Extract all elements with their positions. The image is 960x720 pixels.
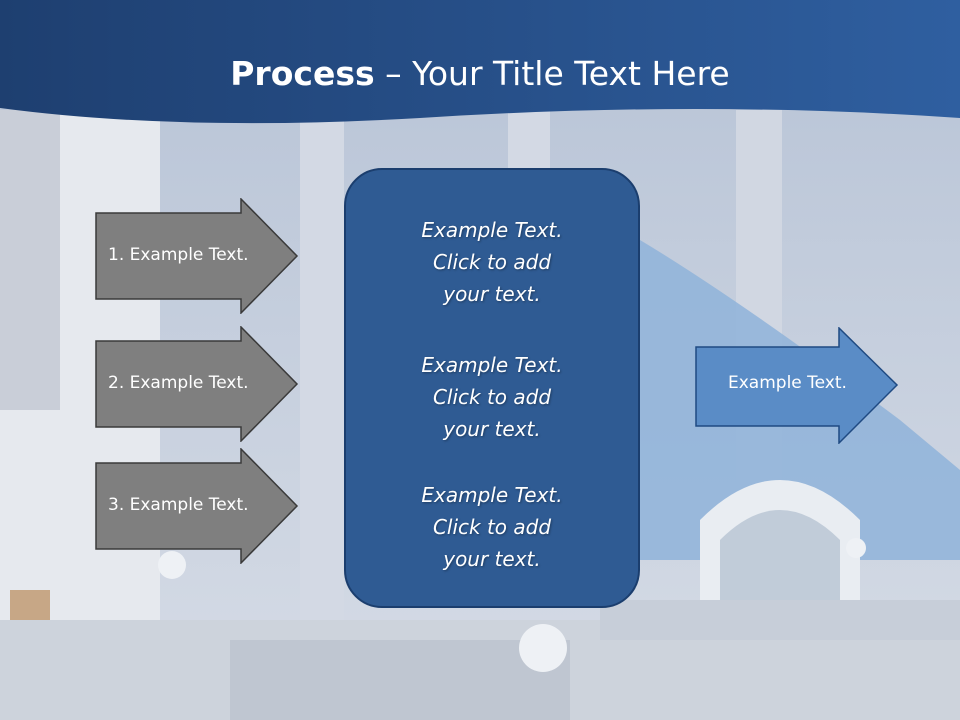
slide-title-bold: Process xyxy=(230,54,375,93)
center-block-2-line-3: your text. xyxy=(443,417,541,441)
center-text-box[interactable]: Example Text. Click to add your text. Ex… xyxy=(344,168,640,608)
slide-title-rest: – Your Title Text Here xyxy=(374,54,730,93)
center-block-3-line-3: your text. xyxy=(443,547,541,571)
arrow-shape-icon xyxy=(95,448,299,564)
left-arrow-2-label: 2. Example Text. xyxy=(108,373,249,393)
arrow-shape-icon xyxy=(695,327,899,444)
center-block-3-line-2: Click to add xyxy=(432,515,552,539)
center-block-2-line-1: Example Text. xyxy=(421,353,563,377)
center-text-block-3: Example Text. Click to add your text. xyxy=(346,479,638,575)
right-arrow[interactable]: Example Text. xyxy=(695,327,899,444)
center-text-block-1: Example Text. Click to add your text. xyxy=(346,214,638,310)
left-arrow-3[interactable]: 3. Example Text. xyxy=(95,448,299,564)
left-arrow-3-label: 3. Example Text. xyxy=(108,495,249,515)
left-arrow-2[interactable]: 2. Example Text. xyxy=(95,326,299,442)
center-block-3-line-1: Example Text. xyxy=(421,483,563,507)
right-arrow-label: Example Text. xyxy=(728,373,847,393)
center-block-1-line-1: Example Text. xyxy=(421,218,563,242)
arrow-shape-icon xyxy=(95,198,299,314)
header-band xyxy=(0,0,960,124)
left-arrow-1-label: 1. Example Text. xyxy=(108,245,249,265)
center-block-2-line-2: Click to add xyxy=(432,385,552,409)
left-arrow-1[interactable]: 1. Example Text. xyxy=(95,198,299,314)
center-text-block-2: Example Text. Click to add your text. xyxy=(346,349,638,445)
center-block-1-line-2: Click to add xyxy=(432,250,552,274)
arrow-shape-icon xyxy=(95,326,299,442)
center-block-1-line-3: your text. xyxy=(443,282,541,306)
slide-title: Process – Your Title Text Here xyxy=(0,52,960,96)
